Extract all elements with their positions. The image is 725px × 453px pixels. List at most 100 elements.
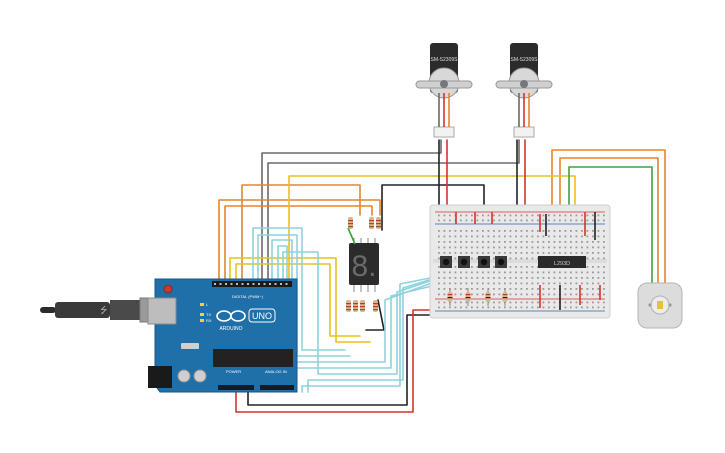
wire-orange-3[interactable] bbox=[241, 184, 361, 283]
breadboard-hole bbox=[603, 266, 605, 268]
breadboard-hole bbox=[509, 277, 512, 279]
breadboard-hole bbox=[504, 277, 506, 279]
breadboard-hole bbox=[603, 293, 605, 296]
wire-red-bottom[interactable] bbox=[235, 309, 441, 413]
breadboard-hole bbox=[581, 252, 583, 254]
breadboard-hole bbox=[471, 277, 473, 279]
wire-yellow-2[interactable] bbox=[235, 263, 361, 337]
breadboard-hole bbox=[465, 219, 468, 222]
breadboard-hole bbox=[454, 266, 457, 268]
breadboard-hole bbox=[443, 271, 446, 274]
wire-yellow-1[interactable] bbox=[229, 257, 371, 343]
breadboard-hole bbox=[570, 277, 572, 279]
breadboard-hole bbox=[454, 288, 457, 290]
breadboard-hole bbox=[460, 277, 462, 279]
wire-gray-1[interactable] bbox=[261, 139, 442, 283]
breadboard-hole bbox=[460, 271, 462, 274]
breadboard-hole bbox=[553, 282, 556, 285]
wire-orange-right[interactable] bbox=[551, 149, 666, 284]
servo-right[interactable]: SM-S2309S bbox=[495, 43, 553, 138]
resistor[interactable] bbox=[353, 300, 358, 312]
breadboard-hole bbox=[498, 282, 501, 285]
breadboard-hole bbox=[570, 252, 572, 254]
breadboard-hole bbox=[520, 246, 523, 249]
breadboard-hole bbox=[487, 219, 490, 222]
wire-black-bottom[interactable] bbox=[247, 314, 441, 406]
resistor[interactable] bbox=[447, 288, 453, 306]
breadboard-hole bbox=[553, 301, 556, 304]
breadboard-hole bbox=[570, 214, 572, 217]
breadboard-hole bbox=[570, 293, 572, 296]
breadboard-hole bbox=[575, 246, 578, 249]
wire-orange-2[interactable] bbox=[224, 205, 373, 283]
arduino-uno[interactable]: DIGITAL (PWM~) ARDUINO UNO TX RX L POWER… bbox=[147, 278, 298, 393]
breadboard-hole bbox=[559, 282, 561, 285]
wire-cyan-1[interactable] bbox=[252, 227, 346, 351]
header-pin bbox=[269, 283, 271, 285]
servo-left[interactable]: SM-S2309S bbox=[415, 43, 473, 138]
breadboard-hole bbox=[504, 214, 506, 217]
wire-yellow-3[interactable] bbox=[288, 175, 576, 283]
breadboard-hole bbox=[493, 277, 495, 279]
breadboard-hole bbox=[520, 219, 523, 222]
breadboard-hole bbox=[597, 277, 600, 279]
breadboard-hole bbox=[542, 271, 545, 274]
breadboard-hole bbox=[564, 235, 567, 238]
ic-chip[interactable]: L293D bbox=[538, 256, 586, 268]
resistor[interactable] bbox=[369, 217, 374, 229]
breadboard-hole bbox=[520, 277, 523, 279]
wire-black-1[interactable] bbox=[381, 184, 485, 231]
breadboard-hole bbox=[597, 293, 600, 296]
dc-motor[interactable] bbox=[637, 282, 683, 329]
breadboard-hole bbox=[586, 282, 589, 285]
wire-orange-1[interactable] bbox=[218, 199, 381, 283]
breadboard-hole bbox=[586, 246, 589, 249]
usb-plug-collar bbox=[110, 300, 140, 320]
push-button[interactable] bbox=[458, 256, 470, 268]
resistor[interactable] bbox=[360, 300, 365, 312]
l-label: L bbox=[206, 302, 209, 307]
display-body bbox=[349, 243, 379, 285]
breadboard-hole bbox=[592, 288, 594, 290]
breadboard-hole bbox=[471, 241, 473, 243]
reset-button[interactable] bbox=[163, 284, 173, 294]
resistor[interactable] bbox=[465, 288, 471, 306]
wires bbox=[218, 139, 666, 413]
push-button[interactable] bbox=[478, 256, 490, 268]
breadboard-hole bbox=[509, 230, 512, 232]
display-resistors-bottom bbox=[346, 300, 378, 312]
wire-cyan-7[interactable] bbox=[301, 269, 471, 393]
breadboard-hole bbox=[509, 246, 512, 249]
breadboard-hole bbox=[454, 235, 457, 238]
push-button[interactable] bbox=[440, 256, 452, 268]
analog-header bbox=[260, 385, 294, 390]
wire-orange-right2[interactable] bbox=[559, 157, 659, 284]
breadboard-hole bbox=[592, 257, 594, 260]
resistor[interactable] bbox=[346, 300, 351, 312]
breadboard-hole bbox=[603, 282, 605, 285]
breadboard-hole bbox=[460, 252, 462, 254]
breadboard-hole bbox=[498, 301, 501, 304]
resistor[interactable] bbox=[485, 288, 491, 306]
resistor[interactable] bbox=[502, 288, 508, 306]
breadboard-hole bbox=[465, 252, 468, 254]
resistor[interactable] bbox=[348, 217, 353, 229]
breadboard-hole bbox=[465, 306, 468, 309]
capacitor bbox=[193, 369, 207, 383]
breadboard-hole bbox=[531, 219, 534, 222]
seven-segment-display[interactable]: 8. bbox=[347, 227, 379, 292]
push-button[interactable] bbox=[495, 256, 507, 268]
wire-green[interactable] bbox=[568, 166, 653, 284]
breadboard-hole bbox=[548, 252, 550, 254]
breadboard-hole bbox=[476, 288, 479, 290]
resistor[interactable] bbox=[373, 300, 378, 312]
wire-cyan-5[interactable] bbox=[282, 251, 446, 375]
breadboard-hole bbox=[531, 293, 534, 296]
breadboard-hole bbox=[482, 214, 484, 217]
wire-cyan-6[interactable] bbox=[307, 271, 456, 393]
wire-gray-2[interactable] bbox=[267, 139, 520, 283]
resistor[interactable] bbox=[376, 217, 381, 229]
breadboard-hole bbox=[531, 230, 534, 232]
wire-black-2[interactable] bbox=[365, 299, 385, 331]
wire-cyan-2[interactable] bbox=[257, 234, 351, 357]
